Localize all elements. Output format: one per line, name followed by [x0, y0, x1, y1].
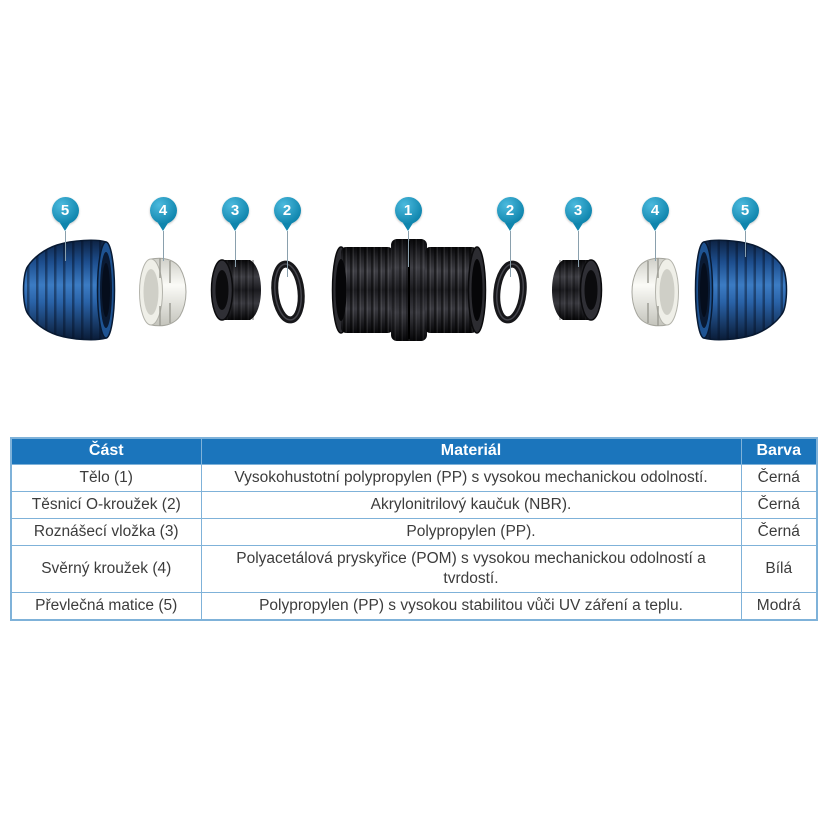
callout-number: 2: [282, 202, 292, 219]
callout-number: 2: [505, 202, 515, 219]
color-cell: Modrá: [740, 592, 818, 621]
material-cell: Akrylonitrilový kaučuk (NBR).: [200, 490, 742, 519]
part-name-cell: Převlečná matice (5): [10, 592, 202, 621]
callout-number: 5: [60, 202, 70, 219]
col-header-part: Část: [10, 437, 202, 465]
table-row-oring: Těsnicí O-kroužek (2) Akrylonitrilový ka…: [10, 490, 818, 519]
callout-number: 4: [158, 202, 168, 219]
callout-2-right: 2: [496, 197, 524, 277]
part-name-cell: Svěrný kroužek (4): [10, 544, 202, 594]
part-clamp-ring-left: [139, 257, 187, 327]
table-row-insert: Roznášecí vložka (3) Polypropylen (PP). …: [10, 517, 818, 546]
callout-bubble: 3: [221, 197, 249, 224]
callout-tail: [573, 223, 583, 231]
callout-bubble: 5: [731, 197, 759, 224]
callout-leader-line: [509, 231, 511, 277]
part-name-cell: Roznášecí vložka (3): [10, 517, 202, 546]
table-row-cap-nut: Převlečná matice (5) Polypropylen (PP) s…: [10, 592, 818, 621]
material-cell: Polyacetálová pryskyřice (POM) s vysokou…: [200, 544, 742, 594]
part-body: [331, 239, 487, 341]
color-cell: Bílá: [740, 544, 818, 594]
callout-bubble: 5: [51, 197, 79, 224]
color-cell: Černá: [740, 490, 818, 519]
part-insert-ring-right: [551, 259, 603, 321]
callout-tail: [282, 223, 292, 231]
callout-number: 3: [573, 202, 583, 219]
callout-4-right: 4: [641, 197, 669, 261]
part-name-cell: Těsnicí O-kroužek (2): [10, 490, 202, 519]
part-name-cell: Tělo (1): [10, 463, 202, 492]
callout-tail: [740, 223, 750, 231]
callout-tail: [60, 223, 70, 231]
material-cell: Polypropylen (PP).: [200, 517, 742, 546]
callout-leader-line: [286, 231, 288, 277]
callout-bubble: 4: [149, 197, 177, 224]
table-row-body: Tělo (1) Vysokohustotní polypropylen (PP…: [10, 463, 818, 492]
callout-tail: [650, 223, 660, 231]
col-header-material: Materiál: [200, 437, 742, 465]
callout-tail: [158, 223, 168, 231]
callout-bubble: 2: [273, 197, 301, 224]
table-row-clamp-ring: Svěrný kroužek (4) Polyacetálová pryskyř…: [10, 544, 818, 594]
part-insert-ring-left: [210, 259, 261, 321]
callout-leader-line: [577, 231, 579, 267]
callout-leader-line: [162, 231, 164, 261]
callout-3-right: 3: [564, 197, 592, 267]
callout-number: 1: [403, 202, 413, 219]
callout-4-left: 4: [149, 197, 177, 261]
col-header-color: Barva: [740, 437, 818, 465]
callout-bubble: 3: [564, 197, 592, 224]
callout-bubble: 1: [394, 197, 422, 224]
parts-table: Část Materiál Barva Tělo (1) Vysokohusto…: [10, 437, 818, 622]
callout-leader-line: [407, 231, 409, 267]
callout-number: 3: [230, 202, 240, 219]
table-header-row: Část Materiál Barva: [10, 437, 818, 465]
color-cell: Černá: [740, 517, 818, 546]
callout-leader-line: [744, 231, 746, 257]
callout-5-right: 5: [731, 197, 759, 257]
callout-bubble: 2: [496, 197, 524, 224]
color-cell: Černá: [740, 463, 818, 492]
part-oring-left: [271, 260, 305, 324]
callout-leader-line: [64, 231, 66, 261]
parts-drawing: [22, 0, 826, 420]
part-clamp-ring-right: [631, 257, 680, 327]
callout-bubble: 4: [641, 197, 669, 224]
callout-number: 4: [650, 202, 660, 219]
callout-5-left: 5: [51, 197, 79, 261]
material-cell: Polypropylen (PP) s vysokou stabilitou v…: [200, 592, 742, 621]
callout-1: 1: [394, 197, 422, 267]
callout-leader-line: [654, 231, 656, 261]
callout-number: 5: [740, 202, 750, 219]
callout-tail: [505, 223, 515, 231]
exploded-view-diagram: 5 4 3 2 1 2 3 4 5: [22, 0, 826, 420]
callout-leader-line: [234, 231, 236, 267]
material-cell: Vysokohustotní polypropylen (PP) s vysok…: [200, 463, 742, 492]
callout-tail: [403, 223, 413, 231]
callout-3-left: 3: [221, 197, 249, 267]
callout-tail: [230, 223, 240, 231]
callout-2-left: 2: [273, 197, 301, 277]
